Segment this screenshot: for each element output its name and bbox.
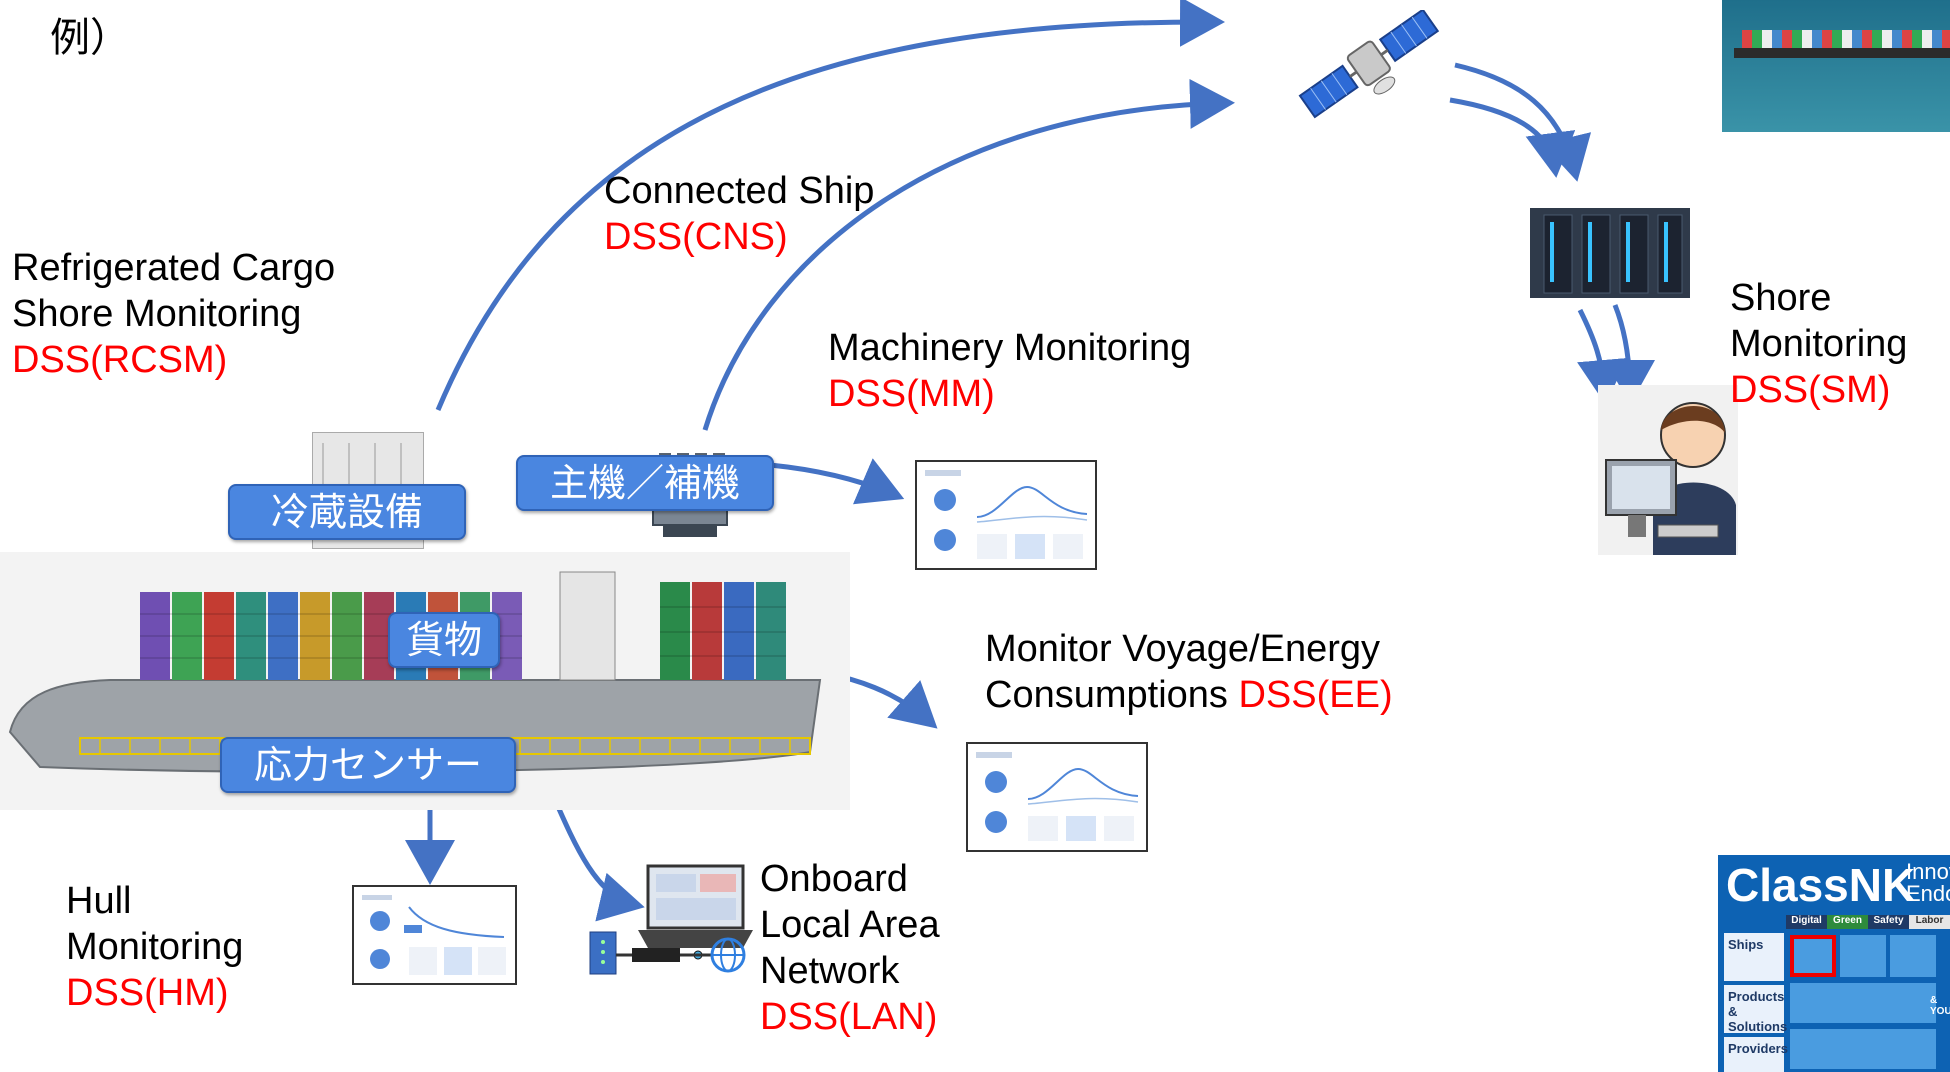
tag-engine: 主機／補機 [516,455,774,511]
label-voyage-energy: Monitor Voyage/Energy Consumptions DSS(E… [985,626,1393,718]
lan-line1: Onboard [760,858,908,900]
cell-products [1790,983,1936,1023]
dashboard-mm [915,460,1097,570]
tag-stress-sensor: 応力センサー [220,737,516,793]
label-shore-monitoring: Shore Monitoring DSS(SM) [1730,275,1907,413]
col-green: Green [1827,915,1868,929]
classnk-rows: Ships Products & Solutions Providers [1724,933,1788,1072]
hull-line1: Hull [66,880,132,922]
connected-ship-title: Connected Ship [604,170,875,212]
voyage-line1: Monitor Voyage/Energy [985,628,1381,670]
label-onboard-lan: Onboard Local Area Network DSS(LAN) [760,856,940,1040]
shore-line2: Monitoring [1730,323,1908,365]
label-hull-monitoring: Hull Monitoring DSS(HM) [66,878,243,1016]
machinery-code: DSS(MM) [828,373,995,415]
connected-ship-code: DSS(CNS) [604,216,788,258]
arrow-server-to-operator-1 [1577,308,1627,405]
tag-reefer: 冷蔵設備 [228,484,466,540]
row-products: Products & Solutions [1724,985,1787,1034]
voyage-code: DSS(EE) [1238,674,1393,716]
server-rack-icon [1530,200,1690,300]
refrigerated-line1: Refrigerated Cargo [12,247,336,289]
dashboard-hm [352,885,517,985]
hull-code: DSS(HM) [66,972,229,1014]
cell-green-ships [1840,935,1886,977]
row-providers: Providers [1724,1037,1788,1072]
digital-smart-ship-highlight [1790,935,1836,977]
dashboard-ee [966,742,1148,852]
classnk-logo: ClassNK [1726,859,1916,911]
cell-safety-ships [1890,935,1936,977]
label-connected-ship: Connected Ship DSS(CNS) [604,168,874,260]
col-labor: Labor [1909,915,1950,929]
network-devices-icon [588,860,758,980]
tag-cargo: 貨物 [388,612,500,668]
refrigerated-line2: Shore Monitoring [12,293,302,335]
classnk-columns: Digital Green Safety Labor [1786,915,1950,929]
col-digital: Digital [1786,915,1827,929]
shore-line1: Shore [1730,277,1832,319]
shore-code: DSS(SM) [1730,369,1891,411]
refrigerated-code: DSS(RCSM) [12,339,228,381]
arrow-engine-to-mm [769,458,905,505]
label-refrigerated-cargo: Refrigerated Cargo Shore Monitoring DSS(… [12,245,335,383]
classnk-title: Innovation Endorsement [1906,861,1950,905]
classnk-innovation-card: ClassNK Innovation Endorsement Digital G… [1718,855,1950,1072]
arrow-server-to-operator-2 [1604,304,1655,405]
container-ship-photo [1722,0,1950,132]
voyage-line2: Consumptions [985,674,1228,716]
machinery-title: Machinery Monitoring [828,327,1192,369]
lan-line2: Local Area [760,904,940,946]
col-safety: Safety [1868,915,1909,929]
classnk-title1: Innovation [1906,859,1950,884]
shore-operator-icon [1598,385,1738,555]
classnk-title2: Endorsement [1906,881,1950,906]
classnk-side-label: & YOURS [1930,995,1950,1017]
arrow-reefer-to-satellite [435,0,1225,411]
arrow-satellite-to-server-2 [1449,97,1576,178]
lan-line3: Network [760,950,900,992]
example-label: 例） [50,16,130,60]
lan-code: DSS(LAN) [760,996,938,1038]
row-ships: Ships [1724,933,1784,981]
cell-providers [1790,1029,1936,1069]
satellite-icon [1290,10,1450,120]
hull-line2: Monitoring [66,926,244,968]
arrow-engine-to-satellite [702,78,1235,431]
label-machinery-monitoring: Machinery Monitoring DSS(MM) [828,325,1191,417]
